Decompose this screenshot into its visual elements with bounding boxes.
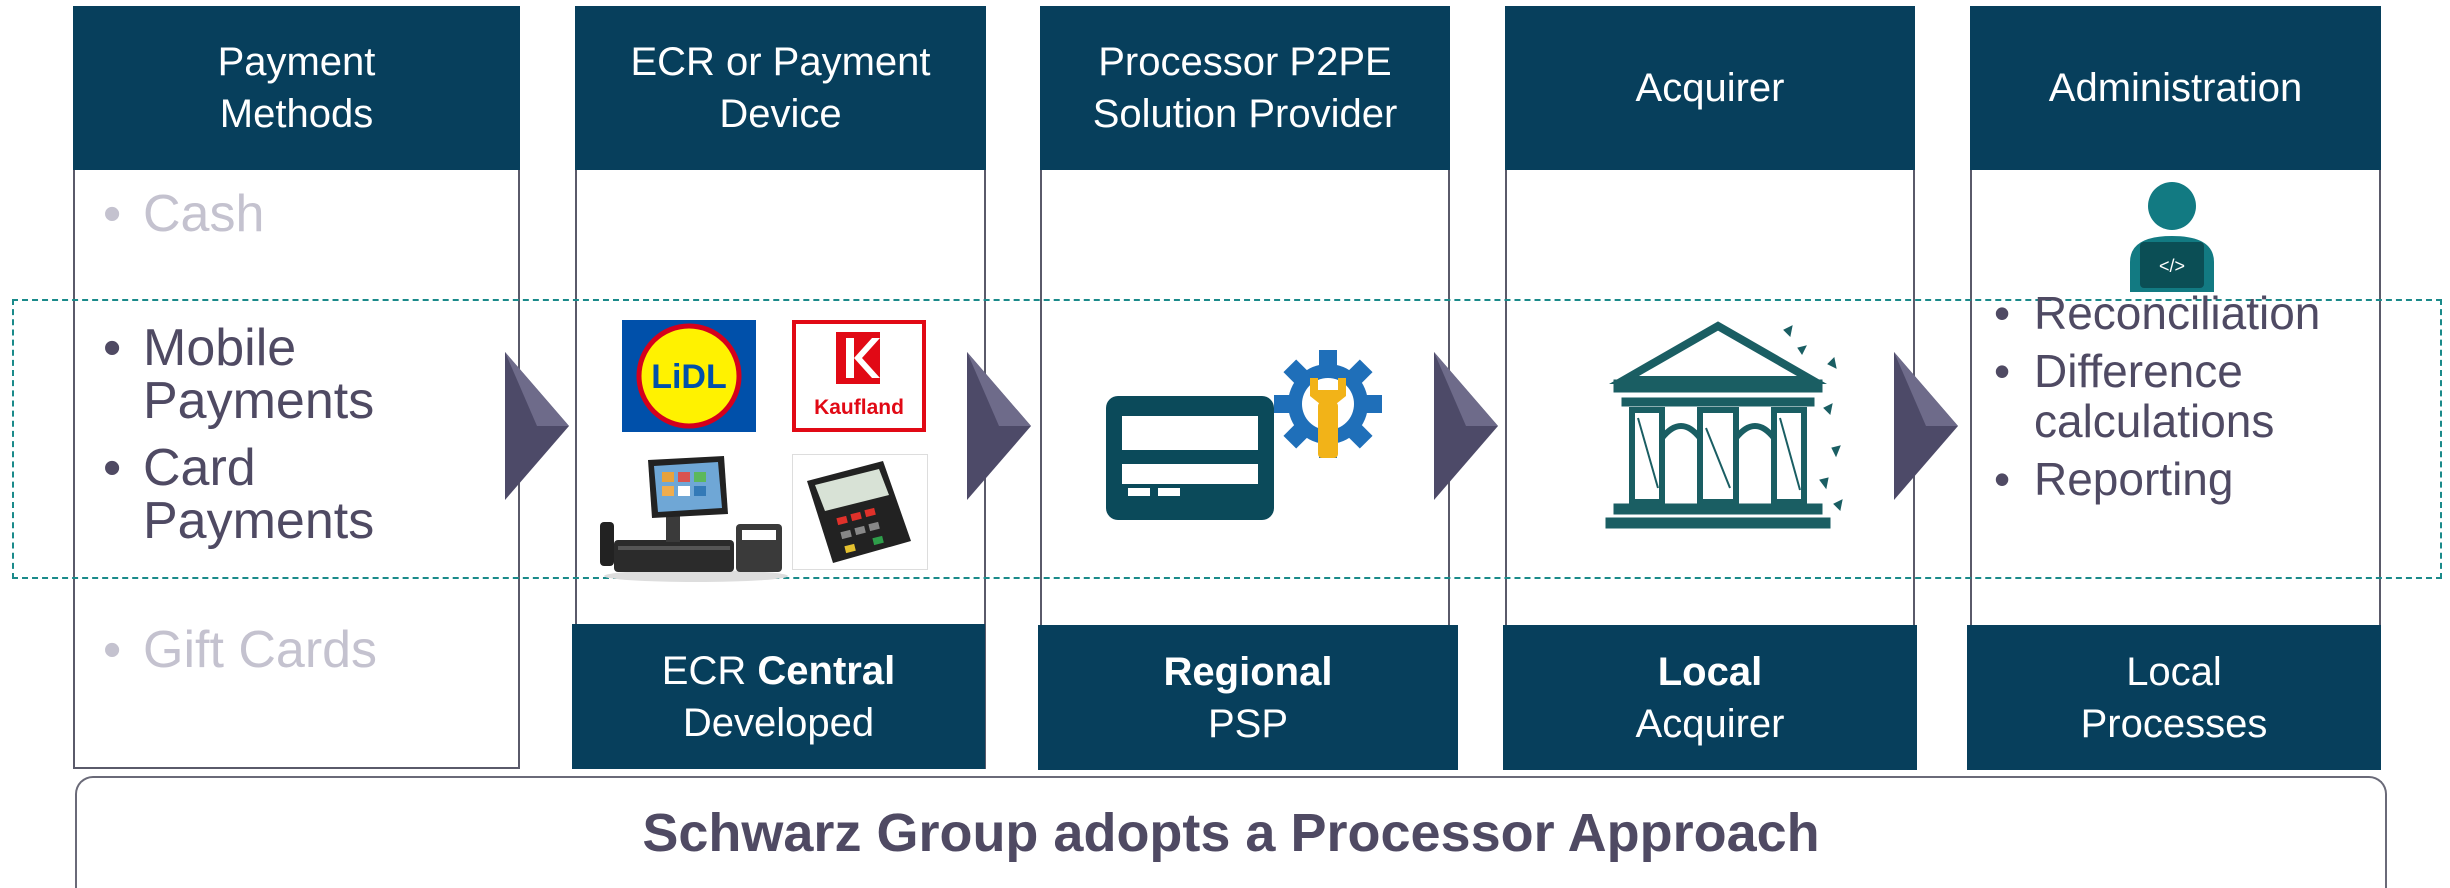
faded-list-bottom: Gift Cards <box>93 620 377 680</box>
header-acquirer: Acquirer <box>1505 6 1915 170</box>
footer-ecr-plain: ECR <box>661 648 747 693</box>
list-item: Cash <box>93 184 264 244</box>
footer-processor-line1: Regional <box>1163 649 1333 694</box>
list-item: Difference calculations <box>1984 346 2404 446</box>
payment-methods-list: Mobile Payments Card Payments <box>93 322 493 548</box>
gear-wrench-icon <box>1274 350 1382 458</box>
header-payment-methods: Payment Methods <box>73 6 520 170</box>
kaufland-logo-text: Kaufland <box>814 396 904 419</box>
footer-acquirer: Local Acquirer <box>1503 625 1917 770</box>
footer-acquirer-line1: Local <box>1657 649 1763 694</box>
footer-admin-line2: Processes <box>2080 701 2268 746</box>
lidl-logo-text: LiDL <box>651 358 727 396</box>
footer-acquirer-line2: Acquirer <box>1635 701 1785 746</box>
chevron-arrow-icon <box>1894 352 1958 500</box>
developer-person-icon: </> <box>2130 182 2214 292</box>
bank-building-icon <box>1605 321 1843 529</box>
pos-terminal-icon <box>600 456 788 582</box>
card-terminal-image <box>792 454 928 570</box>
header-ecr: ECR or Payment Device <box>575 6 986 170</box>
chevron-arrow-icon <box>505 352 569 500</box>
footer-ecr-bold: Central <box>757 648 896 693</box>
footer-processor: Regional PSP <box>1038 625 1458 770</box>
faded-list-top: Cash <box>93 184 264 244</box>
list-item: Card Payments <box>93 442 493 548</box>
header-administration: Administration <box>1970 6 2381 170</box>
list-item: Gift Cards <box>93 620 377 680</box>
highlight-band <box>12 299 2442 579</box>
chevron-arrow-icon <box>967 352 1031 500</box>
footer-admin: Local Processes <box>1967 625 2381 770</box>
footer-admin-line1: Local <box>2126 649 2222 694</box>
list-item: Mobile Payments <box>93 322 493 428</box>
credit-card-icon <box>1106 396 1274 520</box>
footer-processor-line2: PSP <box>1207 701 1289 746</box>
list-item: Reconciliation <box>1984 288 2404 338</box>
code-symbol: </> <box>2159 256 2185 276</box>
administration-list: Reconciliation Difference calculations R… <box>1984 288 2404 504</box>
list-item: Reporting <box>1984 454 2404 504</box>
footer-ecr: ECR Central Developed <box>572 624 985 769</box>
conclusion-banner: Schwarz Group adopts a Processor Approac… <box>75 776 2387 888</box>
footer-ecr-line2: Developed <box>682 700 875 745</box>
kaufland-logo: Kaufland <box>792 320 926 432</box>
lidl-logo: LiDL <box>622 320 756 432</box>
chevron-arrow-icon <box>1434 352 1498 500</box>
header-processor: Processor P2PE Solution Provider <box>1040 6 1450 170</box>
